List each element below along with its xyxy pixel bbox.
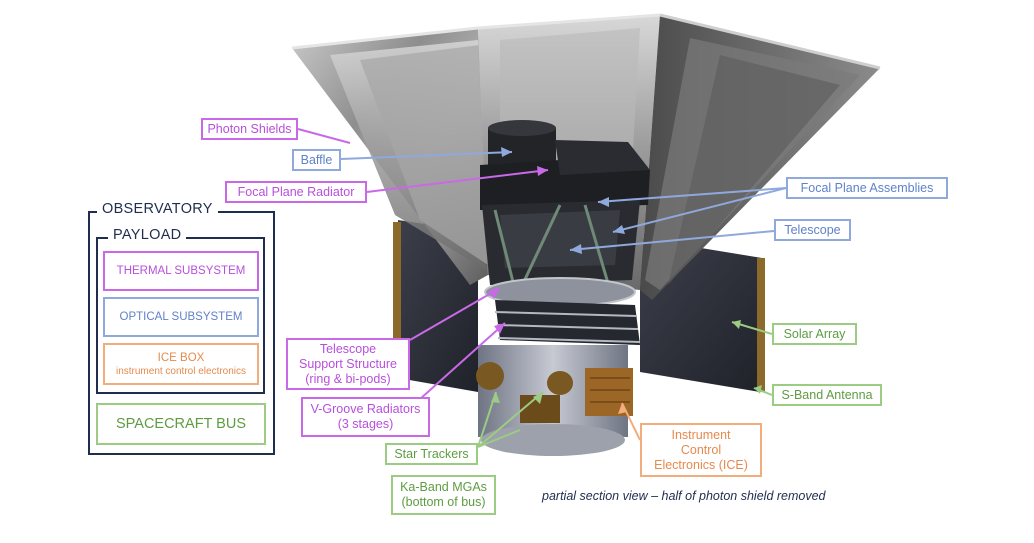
legend-bus-label: SPACECRAFT BUS — [116, 415, 246, 432]
callout-focal-plane-radiator: Focal Plane Radiator — [225, 181, 367, 203]
callout-tss-line3: (ring & bi-pods) — [305, 371, 391, 386]
callout-focal-plane-assemblies-text: Focal Plane Assemblies — [800, 180, 934, 195]
legend-ice-box: ICE BOX instrument control electronics — [103, 343, 259, 385]
callout-solar-array: Solar Array — [772, 323, 857, 345]
callout-baffle-text: Baffle — [300, 152, 333, 167]
callout-telescope: Telescope — [774, 219, 851, 241]
callout-telescope-support-structure: Telescope Support Structure (ring & bi-p… — [286, 338, 410, 390]
callout-v-groove-radiators: V-Groove Radiators (3 stages) — [301, 397, 430, 437]
legend-thermal-label: THERMAL SUBSYSTEM — [116, 264, 246, 277]
legend-optical-label: OPTICAL SUBSYSTEM — [119, 310, 243, 323]
legend-ice-title: ICE BOX — [157, 351, 205, 364]
legend-optical-subsystem: OPTICAL SUBSYSTEM — [103, 297, 259, 337]
callout-ice-line3: Electronics (ICE) — [654, 457, 748, 472]
callout-telescope-text: Telescope — [784, 222, 841, 237]
callout-star-trackers: Star Trackers — [385, 443, 478, 465]
callout-instrument-control-electronics: Instrument Control Electronics (ICE) — [640, 423, 762, 477]
callout-focal-plane-radiator-text: Focal Plane Radiator — [237, 184, 355, 199]
telescope-graphic — [480, 120, 650, 307]
arrowheads — [489, 147, 762, 414]
callout-star-trackers-text: Star Trackers — [394, 446, 469, 461]
legend-ice-subtitle: instrument control electronics — [115, 365, 247, 377]
callout-photon-shields-text: Photon Shields — [207, 121, 292, 136]
callout-ka-line1: Ka-Band MGAs — [400, 480, 487, 494]
observatory-title: OBSERVATORY — [97, 201, 218, 217]
callout-ice-line1: Instrument — [671, 427, 731, 442]
callout-vgroove-line1: V-Groove Radiators — [310, 402, 421, 416]
callout-focal-plane-assemblies: Focal Plane Assemblies — [786, 177, 948, 199]
callout-baffle: Baffle — [292, 149, 341, 171]
callout-solar-array-text: Solar Array — [783, 326, 846, 341]
callout-ka-band-mgas: Ka-Band MGAs (bottom of bus) — [391, 475, 496, 515]
callout-tss-line2: Support Structure — [299, 356, 397, 371]
legend-spacecraft-bus: SPACECRAFT BUS — [96, 403, 266, 445]
payload-title: PAYLOAD — [108, 227, 187, 243]
callout-s-band-text: S-Band Antenna — [781, 387, 873, 402]
bus-graphic — [476, 300, 641, 456]
callout-photon-shields: Photon Shields — [201, 118, 298, 140]
legend-thermal-subsystem: THERMAL SUBSYSTEM — [103, 251, 259, 291]
callout-ice-line2: Control — [680, 442, 722, 457]
callout-ka-line2: (bottom of bus) — [401, 495, 486, 509]
callout-tss-line1: Telescope — [319, 341, 377, 356]
callout-s-band-antenna: S-Band Antenna — [772, 384, 882, 406]
callout-vgroove-line2: (3 stages) — [337, 417, 394, 431]
section-view-caption: partial section view – half of photon sh… — [542, 489, 826, 503]
